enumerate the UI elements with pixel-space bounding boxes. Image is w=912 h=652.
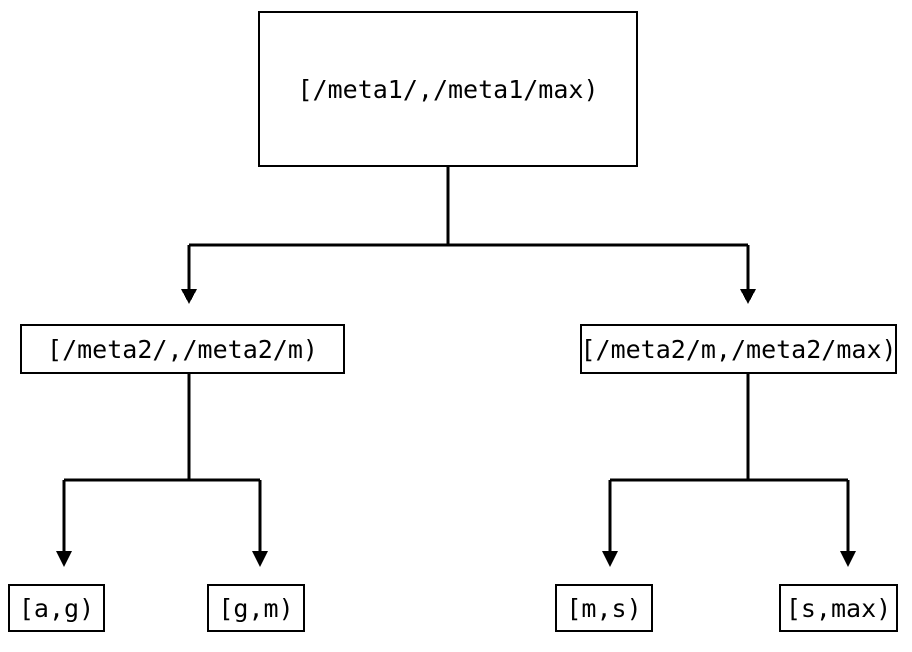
arrowhead-leaf-s-max-icon — [840, 551, 856, 567]
node-root[interactable]: [/meta1/,/meta1/max) — [258, 11, 638, 167]
node-mid-left[interactable]: [/meta2/,/meta2/m) — [20, 324, 345, 374]
node-leaf-a-g-label: [a,g) — [18, 593, 95, 623]
node-leaf-s-max[interactable]: [s,max) — [779, 584, 898, 632]
node-leaf-g-m[interactable]: [g,m) — [207, 584, 305, 632]
node-leaf-s-max-label: [s,max) — [785, 593, 892, 623]
arrowhead-mid-left-icon — [181, 289, 197, 304]
node-leaf-m-s[interactable]: [m,s) — [555, 584, 653, 632]
node-root-label: [/meta1/,/meta1/max) — [297, 74, 599, 104]
node-mid-right[interactable]: [/meta2/m,/meta2/max) — [580, 324, 897, 374]
arrowhead-mid-right-icon — [740, 289, 756, 304]
arrowhead-leaf-a-g-icon — [56, 551, 72, 567]
arrowhead-leaf-m-s-icon — [602, 551, 618, 567]
node-mid-right-label: [/meta2/m,/meta2/max) — [580, 334, 897, 364]
node-leaf-m-s-label: [m,s) — [566, 593, 642, 623]
node-mid-left-label: [/meta2/,/meta2/m) — [47, 334, 318, 364]
arrowhead-leaf-g-m-icon — [252, 551, 268, 567]
node-leaf-a-g[interactable]: [a,g) — [8, 584, 105, 632]
node-leaf-g-m-label: [g,m) — [218, 593, 294, 623]
